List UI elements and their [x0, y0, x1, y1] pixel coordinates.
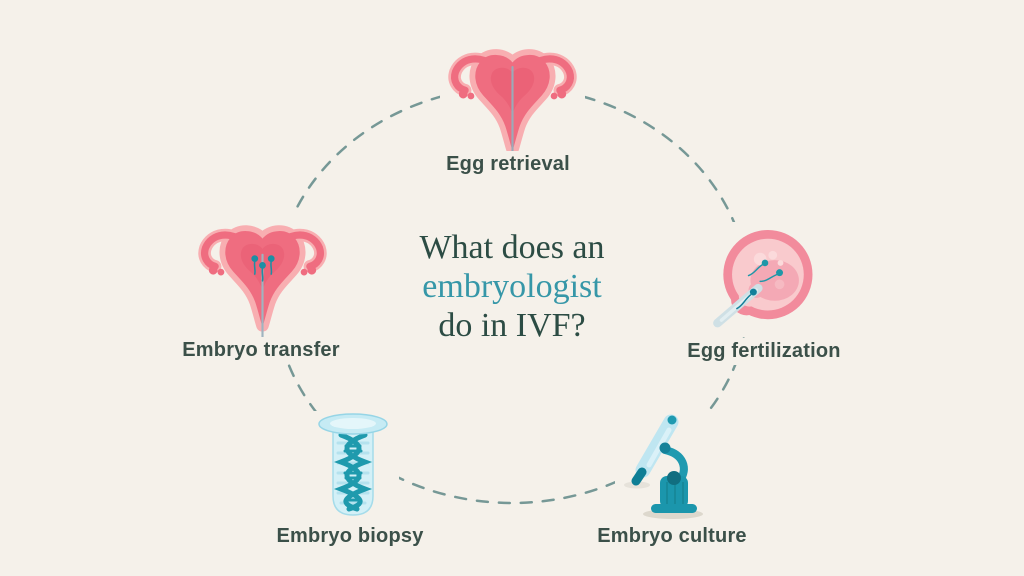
- label-embryo-transfer: Embryo transfer: [172, 337, 350, 364]
- stage-embryo-culture: [615, 410, 727, 522]
- egg-cell-icon: [713, 230, 813, 328]
- test-tube-dna-icon: [318, 413, 388, 516]
- stage-embryo-biopsy: [307, 411, 399, 523]
- stage-egg-fertilization: [702, 222, 828, 334]
- title-line-1: What does an: [419, 229, 605, 266]
- uterus-embryos-icon: [198, 225, 327, 338]
- label-egg-retrieval: Egg retrieval: [436, 151, 580, 178]
- uterus-needle-icon: [448, 49, 577, 156]
- title-line-2: embryologist: [422, 268, 602, 305]
- stage-egg-retrieval: [440, 36, 585, 158]
- microscope-icon: [624, 414, 703, 519]
- page-title: What does an embryologist do in IVF?: [332, 228, 692, 345]
- label-embryo-culture: Embryo culture: [587, 523, 757, 550]
- title-line-3: do in IVF?: [438, 307, 586, 344]
- label-egg-fertilization: Egg fertilization: [677, 338, 851, 365]
- label-embryo-biopsy: Embryo biopsy: [266, 523, 434, 550]
- stage-embryo-transfer: [190, 212, 335, 342]
